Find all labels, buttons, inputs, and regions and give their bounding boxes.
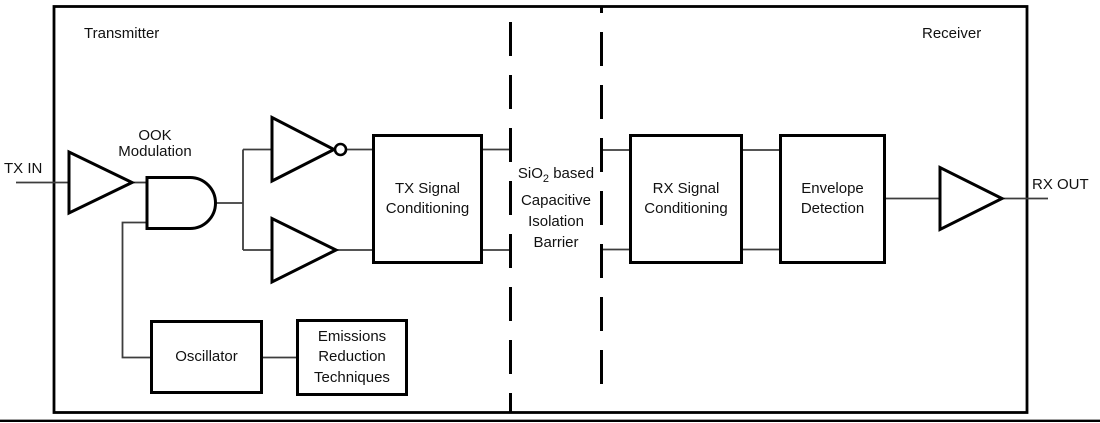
tx-signal-conditioning-block: TX Signal Conditioning <box>372 134 483 264</box>
barrier-label-line4: Barrier <box>533 234 579 251</box>
envelope-detection-label: Envelope Detection <box>800 179 865 217</box>
inverting-buffer-icon <box>270 115 338 184</box>
transmitter-section-label: Transmitter <box>84 25 160 42</box>
ook-modulation-label: OOK Modulation <box>105 128 205 160</box>
barrier-sio-subscript: 2 <box>542 173 550 185</box>
rx-signal-conditioning-block: RX Signal Conditioning <box>629 134 743 264</box>
tx-input-buffer-icon <box>67 149 136 216</box>
oscillator-block: Oscillator <box>150 320 263 394</box>
barrier-label-line3: Isolation <box>528 213 584 230</box>
barrier-label-line2: Capacitive <box>520 192 592 209</box>
tx-in-pin-label: TX IN <box>4 160 43 177</box>
wires <box>16 148 1048 359</box>
barrier-based-text: based <box>549 165 595 182</box>
wire-oscillator-feedback <box>121 221 150 359</box>
non-inverting-buffer-icon <box>270 216 340 285</box>
ook-modulation-line1: OOK <box>138 127 172 144</box>
barrier-label-line1: SiO2 based <box>506 163 606 190</box>
outer-frame <box>52 5 1029 414</box>
rx-output-buffer-icon <box>938 165 1006 232</box>
tx-signal-conditioning-label: TX Signal Conditioning <box>385 179 470 217</box>
oscillator-label: Oscillator <box>175 347 238 365</box>
and-gate-icon <box>145 176 217 230</box>
isolation-barrier-label: SiO2 based Capacitive Isolation Barrier <box>506 163 606 253</box>
ook-modulation-line2: Modulation <box>118 143 192 160</box>
emissions-reduction-label: Emissions Reduction Techniques <box>314 328 390 386</box>
envelope-detection-block: Envelope Detection <box>779 134 886 264</box>
emissions-reduction-block: Emissions Reduction Techniques <box>296 319 408 396</box>
rx-out-pin-label: RX OUT <box>1032 176 1089 193</box>
inverter-bubble-icon <box>333 142 348 157</box>
rx-signal-conditioning-label: RX Signal Conditioning <box>644 179 728 217</box>
receiver-section-label: Receiver <box>922 25 982 42</box>
barrier-sio-text: SiO <box>517 165 543 182</box>
